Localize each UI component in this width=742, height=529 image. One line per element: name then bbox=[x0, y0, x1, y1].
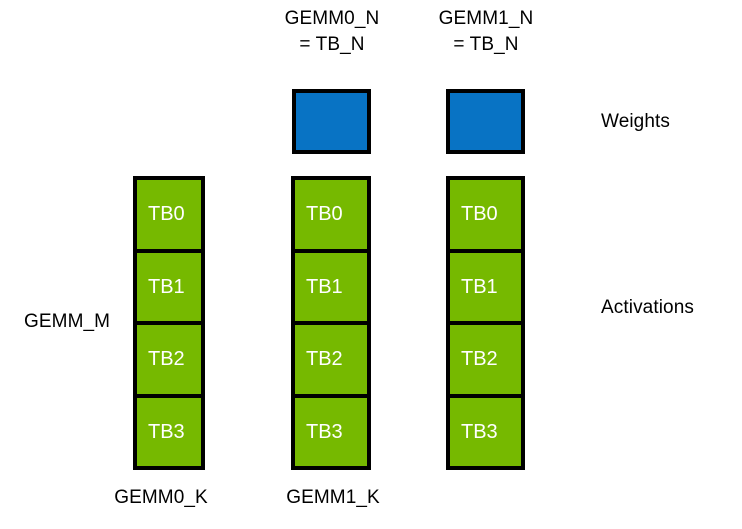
activation-column-gemm0: TB0 TB1 TB2 TB3 bbox=[291, 176, 371, 470]
activation-cell-label: TB1 bbox=[461, 275, 498, 298]
activation-cell-label: TB3 bbox=[148, 420, 185, 443]
weight-tile-gemm0 bbox=[292, 89, 371, 154]
activation-cell: TB2 bbox=[446, 321, 525, 398]
activation-cell-label: TB3 bbox=[306, 420, 343, 443]
activation-column-gemm1: TB0 TB1 TB2 TB3 bbox=[446, 176, 525, 470]
activation-cell: TB3 bbox=[133, 393, 205, 470]
activation-cell-label: TB0 bbox=[148, 203, 185, 226]
activation-cell-label: TB2 bbox=[148, 348, 185, 371]
column-header-gemm1-line2: = TB_N bbox=[453, 34, 519, 55]
activation-cell: TB2 bbox=[133, 321, 205, 398]
row-label-weights: Weights bbox=[601, 111, 670, 132]
activation-cell: TB1 bbox=[291, 248, 371, 325]
column-header-gemm0-line2: = TB_N bbox=[299, 34, 365, 55]
activation-cell: TB3 bbox=[446, 393, 525, 470]
activation-cell-label: TB2 bbox=[461, 348, 498, 371]
row-label-activations: Activations bbox=[601, 297, 694, 318]
activation-cell-label: TB1 bbox=[306, 275, 343, 298]
activation-cell-label: TB3 bbox=[461, 420, 498, 443]
axis-label-gemm0-k: GEMM0_K bbox=[114, 487, 208, 508]
activation-cell: TB1 bbox=[446, 248, 525, 325]
activation-cell: TB0 bbox=[446, 176, 525, 253]
activation-cell-label: TB0 bbox=[306, 203, 343, 226]
weight-tile-gemm1 bbox=[446, 89, 525, 154]
activation-cell-label: TB0 bbox=[461, 203, 498, 226]
activation-cell: TB0 bbox=[133, 176, 205, 253]
activation-cell: TB0 bbox=[291, 176, 371, 253]
column-header-gemm0: GEMM0_N = TB_N bbox=[272, 6, 392, 58]
column-header-gemm0-line1: GEMM0_N bbox=[284, 8, 380, 29]
column-header-gemm1-line1: GEMM1_N bbox=[438, 8, 534, 29]
activation-cell: TB2 bbox=[291, 321, 371, 398]
axis-label-gemm-m: GEMM_M bbox=[24, 311, 111, 332]
activation-column-gemm-m: TB0 TB1 TB2 TB3 bbox=[133, 176, 205, 470]
activation-cell-label: TB2 bbox=[306, 348, 343, 371]
column-header-gemm1: GEMM1_N = TB_N bbox=[426, 6, 546, 58]
activation-cell: TB3 bbox=[291, 393, 371, 470]
axis-label-gemm1-k: GEMM1_K bbox=[286, 487, 380, 508]
activation-cell-label: TB1 bbox=[148, 275, 185, 298]
